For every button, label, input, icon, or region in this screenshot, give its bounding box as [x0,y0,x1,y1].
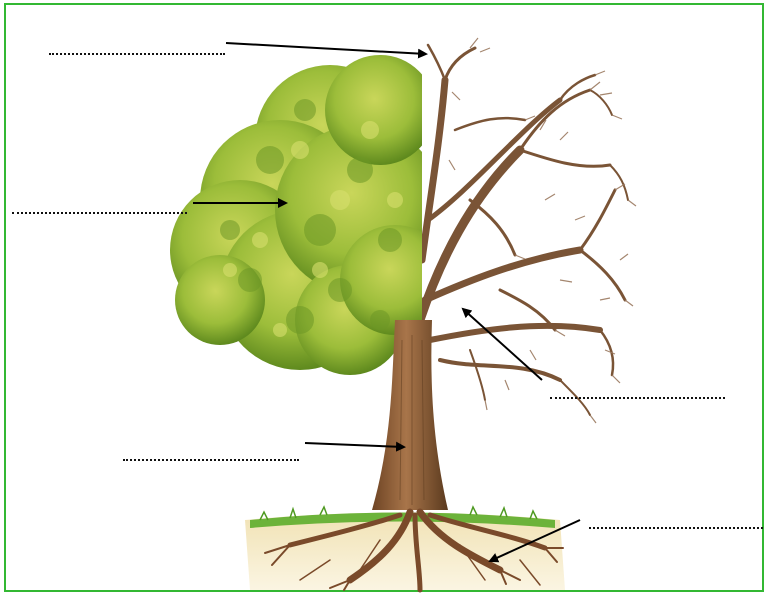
arrow-branches [463,309,542,380]
blank-roots[interactable] [589,527,763,529]
blank-leaves[interactable] [12,212,187,214]
blank-top-of-crown[interactable] [49,53,225,55]
arrow-top [226,43,426,54]
bare-branches [420,45,628,415]
blank-branches[interactable] [550,397,725,399]
blank-trunk[interactable] [123,459,299,461]
